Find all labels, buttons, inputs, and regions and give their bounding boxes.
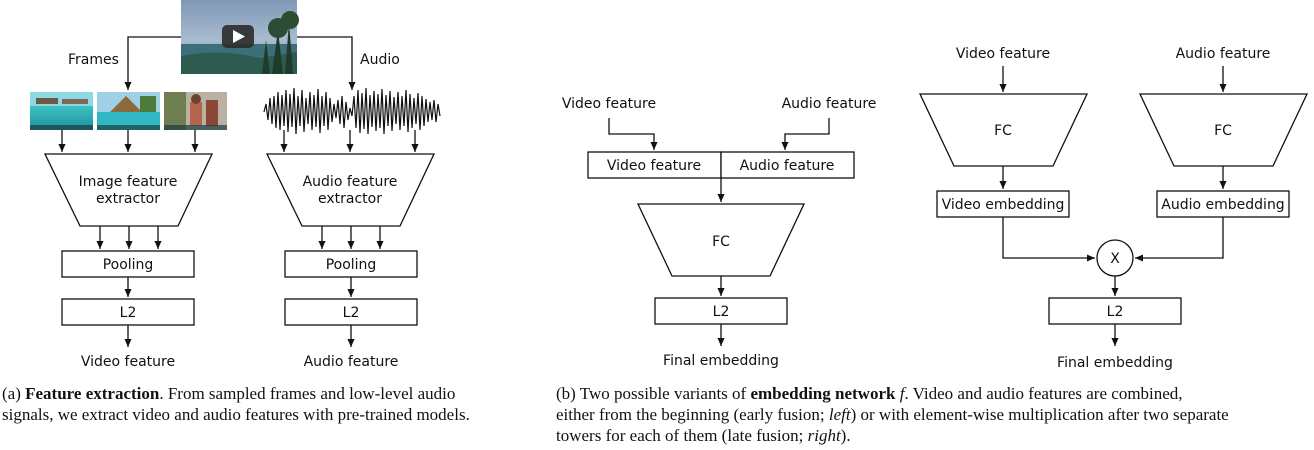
- audio-extractor-label-line1: Audio feature: [303, 174, 398, 190]
- caption-a: (a) Feature extraction. From sampled fra…: [2, 383, 482, 425]
- concat-audio-feature-label: Audio feature: [740, 158, 835, 174]
- image-extractor-label-line2: extractor: [96, 191, 160, 207]
- concat-video-feature-label: Video feature: [607, 158, 701, 174]
- concat-video-feature-box: [587, 151, 722, 179]
- early-l2-label: L2: [713, 304, 730, 320]
- late-fc-video-label: FC: [994, 123, 1012, 139]
- image-feature-extractor: [43, 153, 214, 227]
- frame-thumbnail-3: [164, 92, 227, 130]
- caption-b: (b) Two possible variants of embedding n…: [556, 383, 1314, 446]
- caption-b-right-word: right: [807, 426, 841, 445]
- early-audio-input-label: Audio feature: [782, 96, 877, 112]
- l2-box-video: [61, 298, 195, 326]
- audio-embedding-box: [1156, 190, 1290, 218]
- caption-b-title: embedding network: [750, 384, 896, 403]
- audio-label: Audio: [360, 52, 400, 68]
- audio-embedding-label: Audio embedding: [1161, 197, 1284, 213]
- panel-b-late-fusion: Video feature Audio feature FC FC Video …: [918, 46, 1309, 371]
- early-fc-layer: [636, 203, 806, 277]
- frames-label: Frames: [68, 52, 119, 68]
- video-thumbnail[interactable]: [181, 0, 299, 74]
- late-final-embedding-label: Final embedding: [1057, 355, 1173, 371]
- late-l2-label: L2: [1107, 304, 1124, 320]
- late-audio-input-label: Audio feature: [1176, 46, 1271, 62]
- l2-box-audio: [284, 298, 418, 326]
- early-fc-label: FC: [712, 234, 730, 250]
- audio-feature-extractor: [265, 153, 436, 227]
- video-feature-output: Video feature: [81, 354, 175, 370]
- frame-thumbnail-2: [97, 92, 160, 130]
- caption-b-line2b: ) or with element-wise multiplication af…: [850, 405, 1229, 424]
- panel-a-feature-extraction: Frames Audio: [30, 0, 441, 370]
- caption-a-tag: (a): [2, 384, 21, 403]
- caption-a-title: Feature extraction: [25, 384, 160, 403]
- late-fc-video-layer: [918, 93, 1089, 167]
- caption-b-tag: (b): [556, 384, 576, 403]
- caption-b-left-word: left: [828, 405, 851, 424]
- multiply-symbol: X: [1110, 251, 1120, 267]
- panel-b-early-fusion: Video feature Audio feature Video featur…: [562, 96, 877, 369]
- video-embedding-box: [936, 190, 1070, 218]
- frame-thumbnail-1: [30, 92, 93, 130]
- pooling-label-video: Pooling: [103, 257, 154, 273]
- early-video-input-label: Video feature: [562, 96, 656, 112]
- late-fc-audio-label: FC: [1214, 123, 1232, 139]
- late-fc-audio-layer: [1138, 93, 1309, 167]
- caption-b-text-1: Two possible variants of: [579, 384, 747, 403]
- image-extractor-label-line1: Image feature: [79, 174, 178, 190]
- early-l2-box: [654, 297, 788, 325]
- caption-a-text: . From sampled frames and low-level audi…: [2, 384, 470, 424]
- audio-extractor-label-line2: extractor: [318, 191, 382, 207]
- audio-feature-output: Audio feature: [304, 354, 399, 370]
- l2-label-video: L2: [120, 305, 137, 321]
- concat-audio-feature-box: [720, 151, 855, 179]
- caption-b-line2a: either from the beginning (early fusion;: [556, 405, 825, 424]
- caption-b-line3b: ).: [840, 426, 851, 445]
- caption-b-symbol: f: [899, 384, 905, 403]
- early-final-embedding-label: Final embedding: [663, 353, 779, 369]
- pooling-box-video: [61, 250, 195, 278]
- play-icon: [233, 30, 245, 43]
- caption-b-line3a: towers for each of them (late fusion;: [556, 426, 804, 445]
- pooling-label-audio: Pooling: [326, 257, 377, 273]
- audio-waveform: [263, 87, 441, 135]
- caption-b-text-2: . Video and audio features are combined,: [904, 384, 1183, 403]
- embedding-network-diagram: Frames Audio: [30, 0, 1309, 371]
- video-embedding-label: Video embedding: [942, 197, 1065, 213]
- l2-label-audio: L2: [343, 305, 360, 321]
- late-video-input-label: Video feature: [956, 46, 1050, 62]
